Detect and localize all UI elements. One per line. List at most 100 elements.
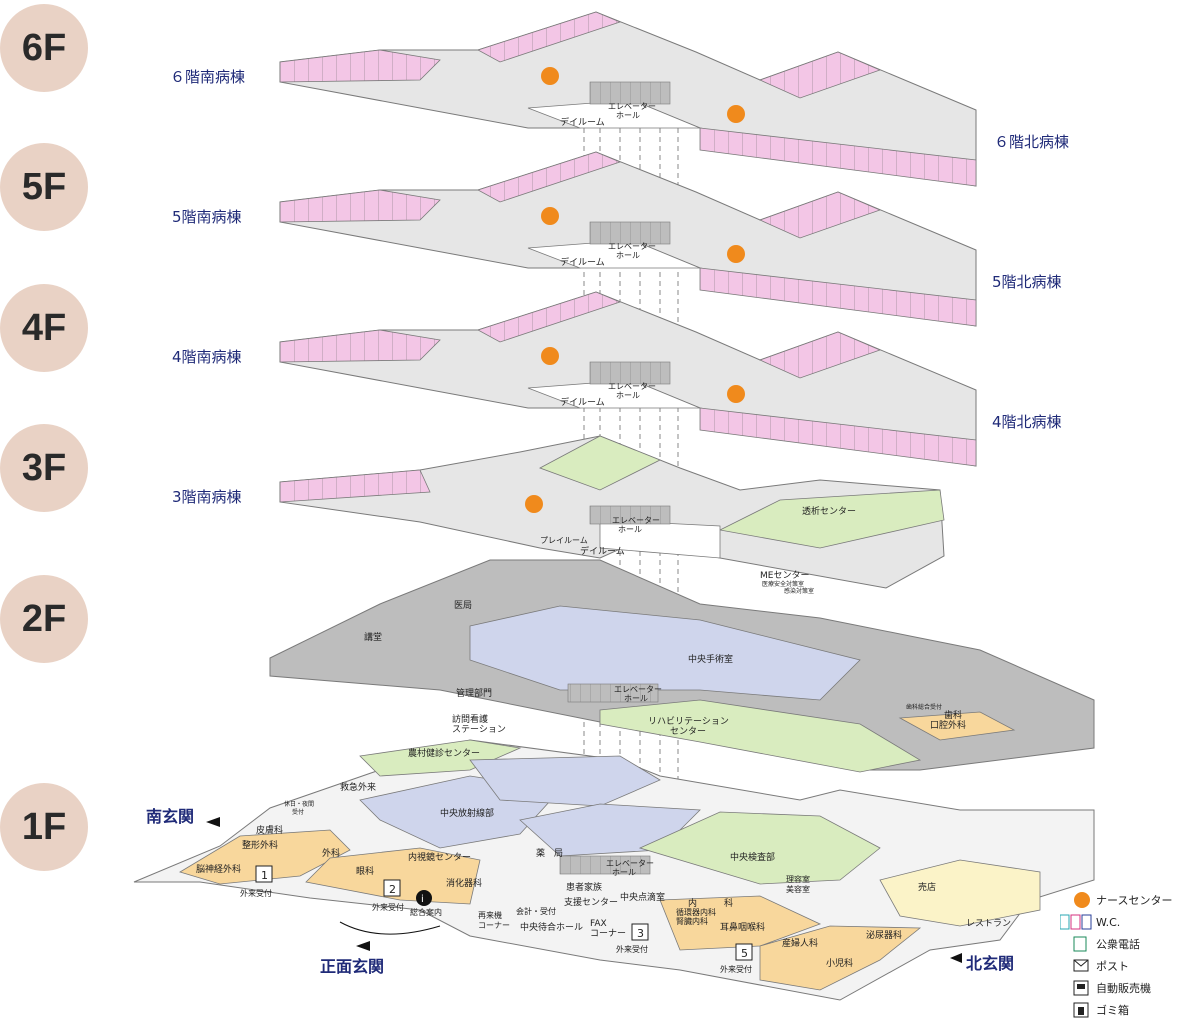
svg-text:中央手術室: 中央手術室: [688, 653, 733, 665]
svg-text:ホール: ホール: [616, 111, 640, 120]
svg-text:透析センター: 透析センター: [802, 505, 856, 517]
floor-1f-plan: 訪問看護 ステーション 農村健診センター 救急外来 休日・夜間 受付 中央放射線…: [133, 713, 1095, 1001]
svg-text:脳神経外科: 脳神経外科: [196, 863, 241, 875]
svg-text:エレベーター: エレベーター: [608, 102, 656, 111]
entrance-south-arrow: [206, 817, 220, 827]
svg-text:ホール: ホール: [624, 694, 648, 703]
svg-text:内視鏡センター: 内視鏡センター: [408, 851, 471, 863]
ward-floor-5f: [279, 151, 977, 327]
entrance-north-label: 北玄関: [966, 954, 1015, 973]
svg-text:中央放射線部: 中央放射線部: [440, 807, 494, 819]
svg-text:歯科総合受付: 歯科総合受付: [906, 703, 942, 711]
public-phone-icon: [1073, 936, 1087, 952]
svg-text:売店: 売店: [918, 881, 936, 893]
svg-text:受付: 受付: [292, 808, 304, 816]
svg-text:5: 5: [741, 947, 748, 960]
svg-text:デイルーム: デイルーム: [560, 396, 605, 408]
svg-text:理容室: 理容室: [786, 874, 810, 884]
svg-text:歯科: 歯科: [944, 709, 962, 721]
svg-text:皮膚科: 皮膚科: [256, 824, 283, 836]
floor-badge-6f: 6F: [0, 4, 88, 92]
svg-text:救急外来: 救急外来: [340, 781, 376, 793]
svg-text:産婦人科: 産婦人科: [782, 937, 818, 949]
svg-text:ホール: ホール: [616, 391, 640, 400]
svg-text:眼科: 眼科: [356, 865, 374, 877]
svg-text:患者家族: 患者家族: [566, 881, 602, 893]
ward-label-3-south: 3階南病棟: [172, 488, 242, 506]
block-2-sign: [383, 879, 401, 897]
ward-label-4-north: 4階北病棟: [992, 413, 1062, 431]
nurse-station-icon: [727, 105, 745, 123]
svg-text:総合案内: 総合案内: [410, 907, 442, 917]
svg-text:レストラン: レストラン: [966, 918, 1011, 929]
ward-label-4-south: 4階南病棟: [172, 348, 242, 366]
svg-text:支援センター: 支援センター: [564, 896, 618, 908]
mailbox-icon: [1073, 959, 1089, 972]
floor-badge-5f: 5F: [0, 143, 88, 231]
svg-text:小児科: 小児科: [826, 957, 853, 969]
svg-text:農村健診センター: 農村健診センター: [408, 747, 480, 759]
svg-text:エレベーター: エレベーター: [614, 685, 662, 694]
svg-text:コーナー: コーナー: [478, 921, 510, 930]
entrance-main-label: 正面玄関: [320, 957, 385, 976]
entrance-south-label: 南玄関: [146, 807, 195, 826]
svg-text:内 科: 内 科: [688, 897, 733, 909]
svg-text:コーナー: コーナー: [590, 928, 626, 939]
svg-text:エレベーター: エレベーター: [608, 242, 656, 251]
svg-text:ステーション: ステーション: [452, 724, 506, 735]
floor-badge-3f: 3F: [0, 424, 88, 512]
svg-text:整形外科: 整形外科: [242, 839, 278, 851]
ward-label-5-south: 5階南病棟: [172, 208, 242, 226]
svg-text:FAX: FAX: [590, 919, 607, 929]
nurse-station-icon: [541, 67, 559, 85]
svg-text:耳鼻咽喉科: 耳鼻咽喉科: [720, 921, 765, 933]
svg-text:エレベーター: エレベーター: [608, 382, 656, 391]
svg-text:ホール: ホール: [616, 251, 640, 260]
legend-restroom: W.C.: [1060, 912, 1120, 932]
svg-text:ホール: ホール: [618, 525, 642, 534]
vending-machine-icon: [1073, 980, 1089, 996]
information-icon: [416, 890, 432, 906]
svg-text:中央点滴室: 中央点滴室: [620, 891, 665, 903]
nurse-station-icon: [727, 245, 745, 263]
svg-text:休日・夜間: 休日・夜間: [284, 800, 314, 808]
svg-text:会計・受付: 会計・受付: [516, 906, 556, 916]
restroom-icon: [1060, 914, 1092, 930]
svg-text:1: 1: [261, 869, 268, 882]
svg-text:外来受付: 外来受付: [240, 888, 272, 898]
svg-text:エレベーター: エレベーター: [612, 516, 660, 525]
legend-public-phone: 公衆電話: [1060, 934, 1140, 954]
svg-text:リハビリテーション: リハビリテーション: [648, 716, 729, 727]
svg-text:医局: 医局: [454, 600, 472, 611]
svg-text:管理部門: 管理部門: [456, 687, 492, 699]
svg-text:消化器科: 消化器科: [446, 877, 482, 889]
svg-text:デイルーム: デイルーム: [560, 116, 605, 128]
svg-text:中央待合ホール: 中央待合ホール: [520, 921, 583, 933]
svg-text:プレイルーム: プレイルーム: [540, 536, 588, 545]
nurse-station-icon: [541, 347, 559, 365]
entrance-main-arrow: [356, 941, 370, 951]
legend-mailbox: ポスト: [1060, 956, 1129, 976]
nurse-station-icon: [541, 207, 559, 225]
svg-text:3: 3: [637, 927, 644, 940]
svg-text:口腔外科: 口腔外科: [930, 719, 966, 731]
floor-badge-2f: 2F: [0, 575, 88, 663]
svg-text:講堂: 講堂: [364, 631, 382, 643]
legend-vending-machine: 自動販売機: [1060, 978, 1151, 998]
svg-text:循環器内科: 循環器内科: [676, 907, 716, 917]
svg-text:外来受付: 外来受付: [372, 902, 404, 912]
svg-text:中央検査部: 中央検査部: [730, 851, 775, 863]
block-1-sign: [255, 865, 273, 883]
svg-text:i: i: [421, 894, 424, 905]
block-5-sign: [735, 943, 753, 961]
svg-text:デイルーム: デイルーム: [560, 256, 605, 268]
ward-label-5-north: 5階北病棟: [992, 273, 1062, 291]
svg-text:外来受付: 外来受付: [720, 964, 752, 974]
svg-text:訪問看護: 訪問看護: [452, 713, 488, 725]
svg-text:医療安全対策室: 医療安全対策室: [762, 580, 804, 588]
floor-badge-1f: 1F: [0, 783, 88, 871]
nurse-station-icon: [1074, 892, 1090, 908]
svg-text:薬 局: 薬 局: [536, 847, 563, 859]
